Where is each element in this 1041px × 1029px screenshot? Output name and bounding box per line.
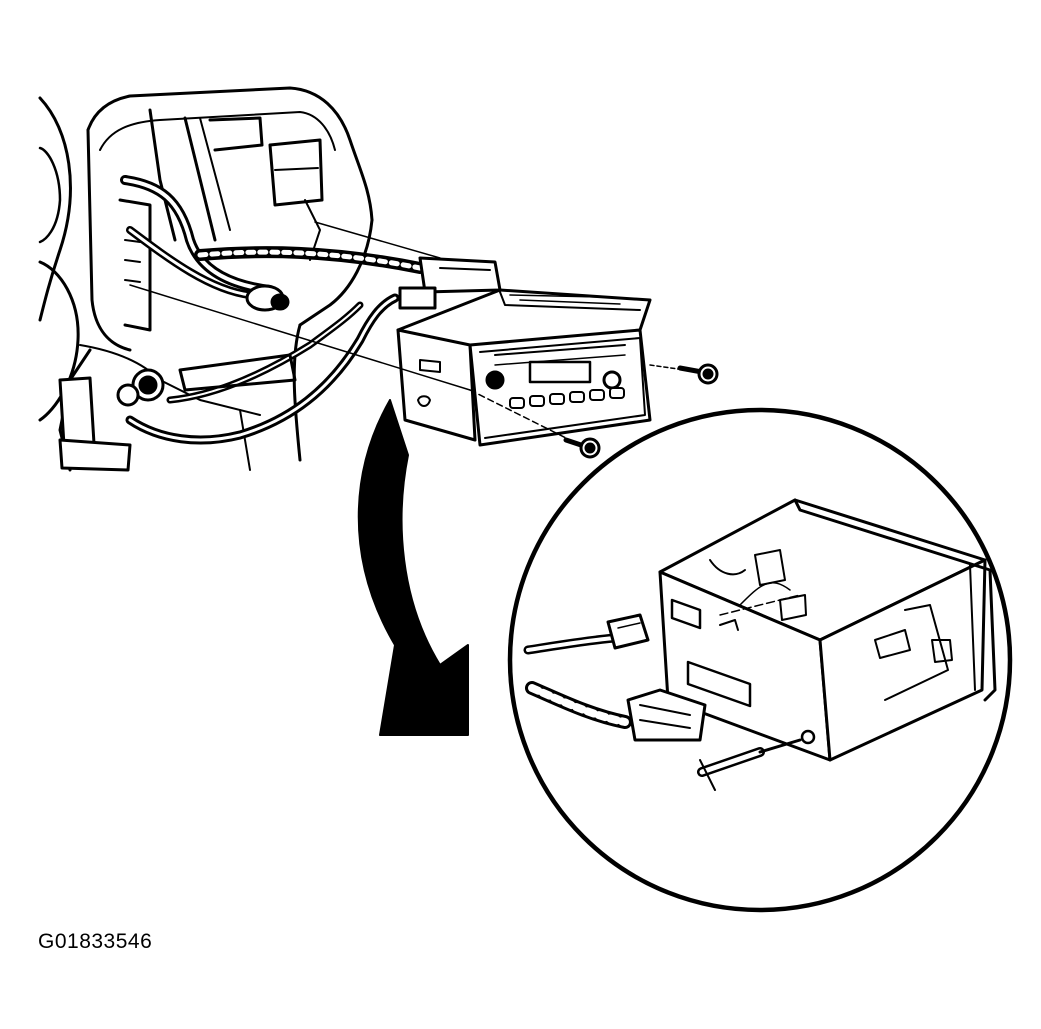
ground-connectors xyxy=(58,353,297,472)
rear-bracket xyxy=(709,549,953,701)
wiring-harness xyxy=(120,175,426,445)
alignment-lines xyxy=(129,221,686,446)
figure-id-label: G01833546 xyxy=(38,930,153,953)
detail-plugs xyxy=(523,613,802,791)
radio-rear-view xyxy=(658,498,997,762)
radio-cavity xyxy=(118,108,324,332)
instrument-panel xyxy=(38,86,374,472)
mounting-screws xyxy=(563,363,719,459)
rear-connector-ports xyxy=(670,598,816,745)
preset-buttons xyxy=(509,387,625,409)
radio-unit xyxy=(396,288,652,447)
detail-arrow xyxy=(357,399,469,736)
